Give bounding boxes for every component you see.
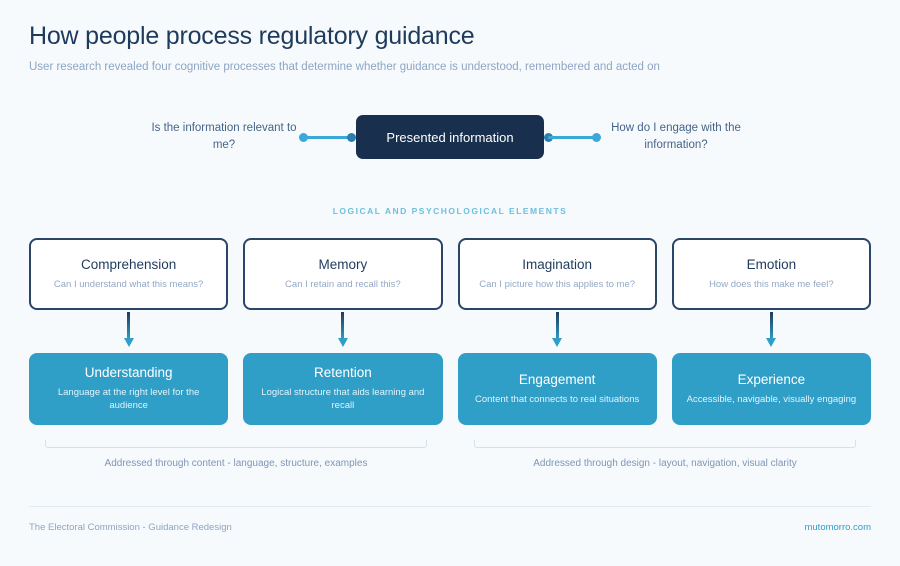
- element-card-question: Can I understand what this means?: [53, 278, 204, 290]
- bracket-icon: [45, 440, 427, 448]
- arrow-cell: [29, 312, 228, 352]
- element-card[interactable]: Memory Can I retain and recall this?: [243, 238, 443, 310]
- right-question-label: How do I engage with the information?: [611, 122, 741, 151]
- element-card-title: Comprehension: [80, 256, 177, 272]
- page-header: How people process regulatory guidance U…: [29, 22, 871, 75]
- presented-information-box[interactable]: Presented information: [356, 115, 544, 159]
- bracket-icon: [474, 440, 856, 448]
- outcome-card[interactable]: Experience Accessible, navigable, visual…: [671, 353, 871, 425]
- down-arrow-icon: [551, 312, 563, 348]
- outcome-card[interactable]: Engagement Content that connects to real…: [457, 353, 657, 425]
- down-arrow-icon: [123, 312, 135, 348]
- content-bracket-caption: Addressed through content - language, st…: [104, 458, 368, 469]
- footer-project-label: The Electoral Commission - Guidance Rede…: [29, 522, 232, 533]
- outcome-card-title: Engagement: [518, 371, 596, 387]
- design-bracket-caption: Addressed through design - layout, navig…: [533, 458, 797, 469]
- outcome-card-description: Language at the right level for the audi…: [57, 387, 200, 412]
- arrow-cell: [458, 312, 657, 352]
- down-arrow-icon: [337, 312, 349, 348]
- arrow-cell: [672, 312, 871, 352]
- element-card-question: Can I retain and recall this?: [285, 278, 401, 290]
- section-label: LOGICAL AND PSYCHOLOGICAL ELEMENTS: [332, 206, 568, 216]
- outcome-card[interactable]: Retention Logical structure that aids le…: [243, 353, 443, 425]
- element-card[interactable]: Emotion How does this make me feel?: [671, 238, 871, 310]
- element-card-title: Emotion: [746, 256, 797, 272]
- element-card-title: Memory: [318, 256, 368, 272]
- outcome-card-description: Accessible, navigable, visually engaging: [686, 393, 857, 405]
- design-bracket-group: Addressed through design - layout, navig…: [474, 440, 856, 470]
- arrow-cell: [243, 312, 442, 352]
- left-question-label: Is the information relevant to me?: [151, 122, 297, 151]
- down-arrow-icon: [765, 312, 777, 348]
- content-bracket-group: Addressed through content - language, st…: [45, 440, 427, 470]
- element-card[interactable]: Comprehension Can I understand what this…: [29, 238, 229, 310]
- bracket-row: Addressed through content - language, st…: [29, 440, 871, 480]
- arrow-row: [29, 312, 871, 352]
- outcome-card-title: Experience: [737, 371, 806, 387]
- connector-dot-inner-icon: [347, 132, 356, 142]
- page-subtitle: User research revealed four cognitive pr…: [29, 60, 660, 73]
- connector-bar-icon: [303, 135, 352, 139]
- connector-dot-outer-icon: [592, 132, 601, 142]
- connector-bar-icon: [548, 135, 597, 139]
- element-card-question: How does this make me feel?: [709, 278, 834, 290]
- element-card[interactable]: Imagination Can I picture how this appli…: [457, 238, 657, 310]
- element-card-question: Can I picture how this applies to me?: [479, 278, 636, 290]
- footer-website-link[interactable]: mutomorro.com: [804, 522, 871, 533]
- element-card-title: Imagination: [522, 256, 593, 272]
- outcome-card[interactable]: Understanding Language at the right leve…: [29, 353, 229, 425]
- elements-row: Comprehension Can I understand what this…: [29, 238, 871, 310]
- outcome-card-title: Understanding: [84, 365, 173, 381]
- outcome-card-description: Content that connects to real situations: [475, 393, 640, 405]
- footer-divider: [29, 506, 871, 507]
- page-footer: The Electoral Commission - Guidance Rede…: [29, 522, 871, 533]
- outcome-card-description: Logical structure that aids learning and…: [261, 387, 425, 412]
- outcome-card-title: Retention: [313, 365, 372, 381]
- right-connector: [544, 130, 601, 144]
- left-connector: [299, 130, 356, 144]
- outcomes-row: Understanding Language at the right leve…: [29, 353, 871, 425]
- presented-information-row: Is the information relevant to me? Prese…: [0, 112, 900, 162]
- page-title: How people process regulatory guidance: [29, 22, 475, 50]
